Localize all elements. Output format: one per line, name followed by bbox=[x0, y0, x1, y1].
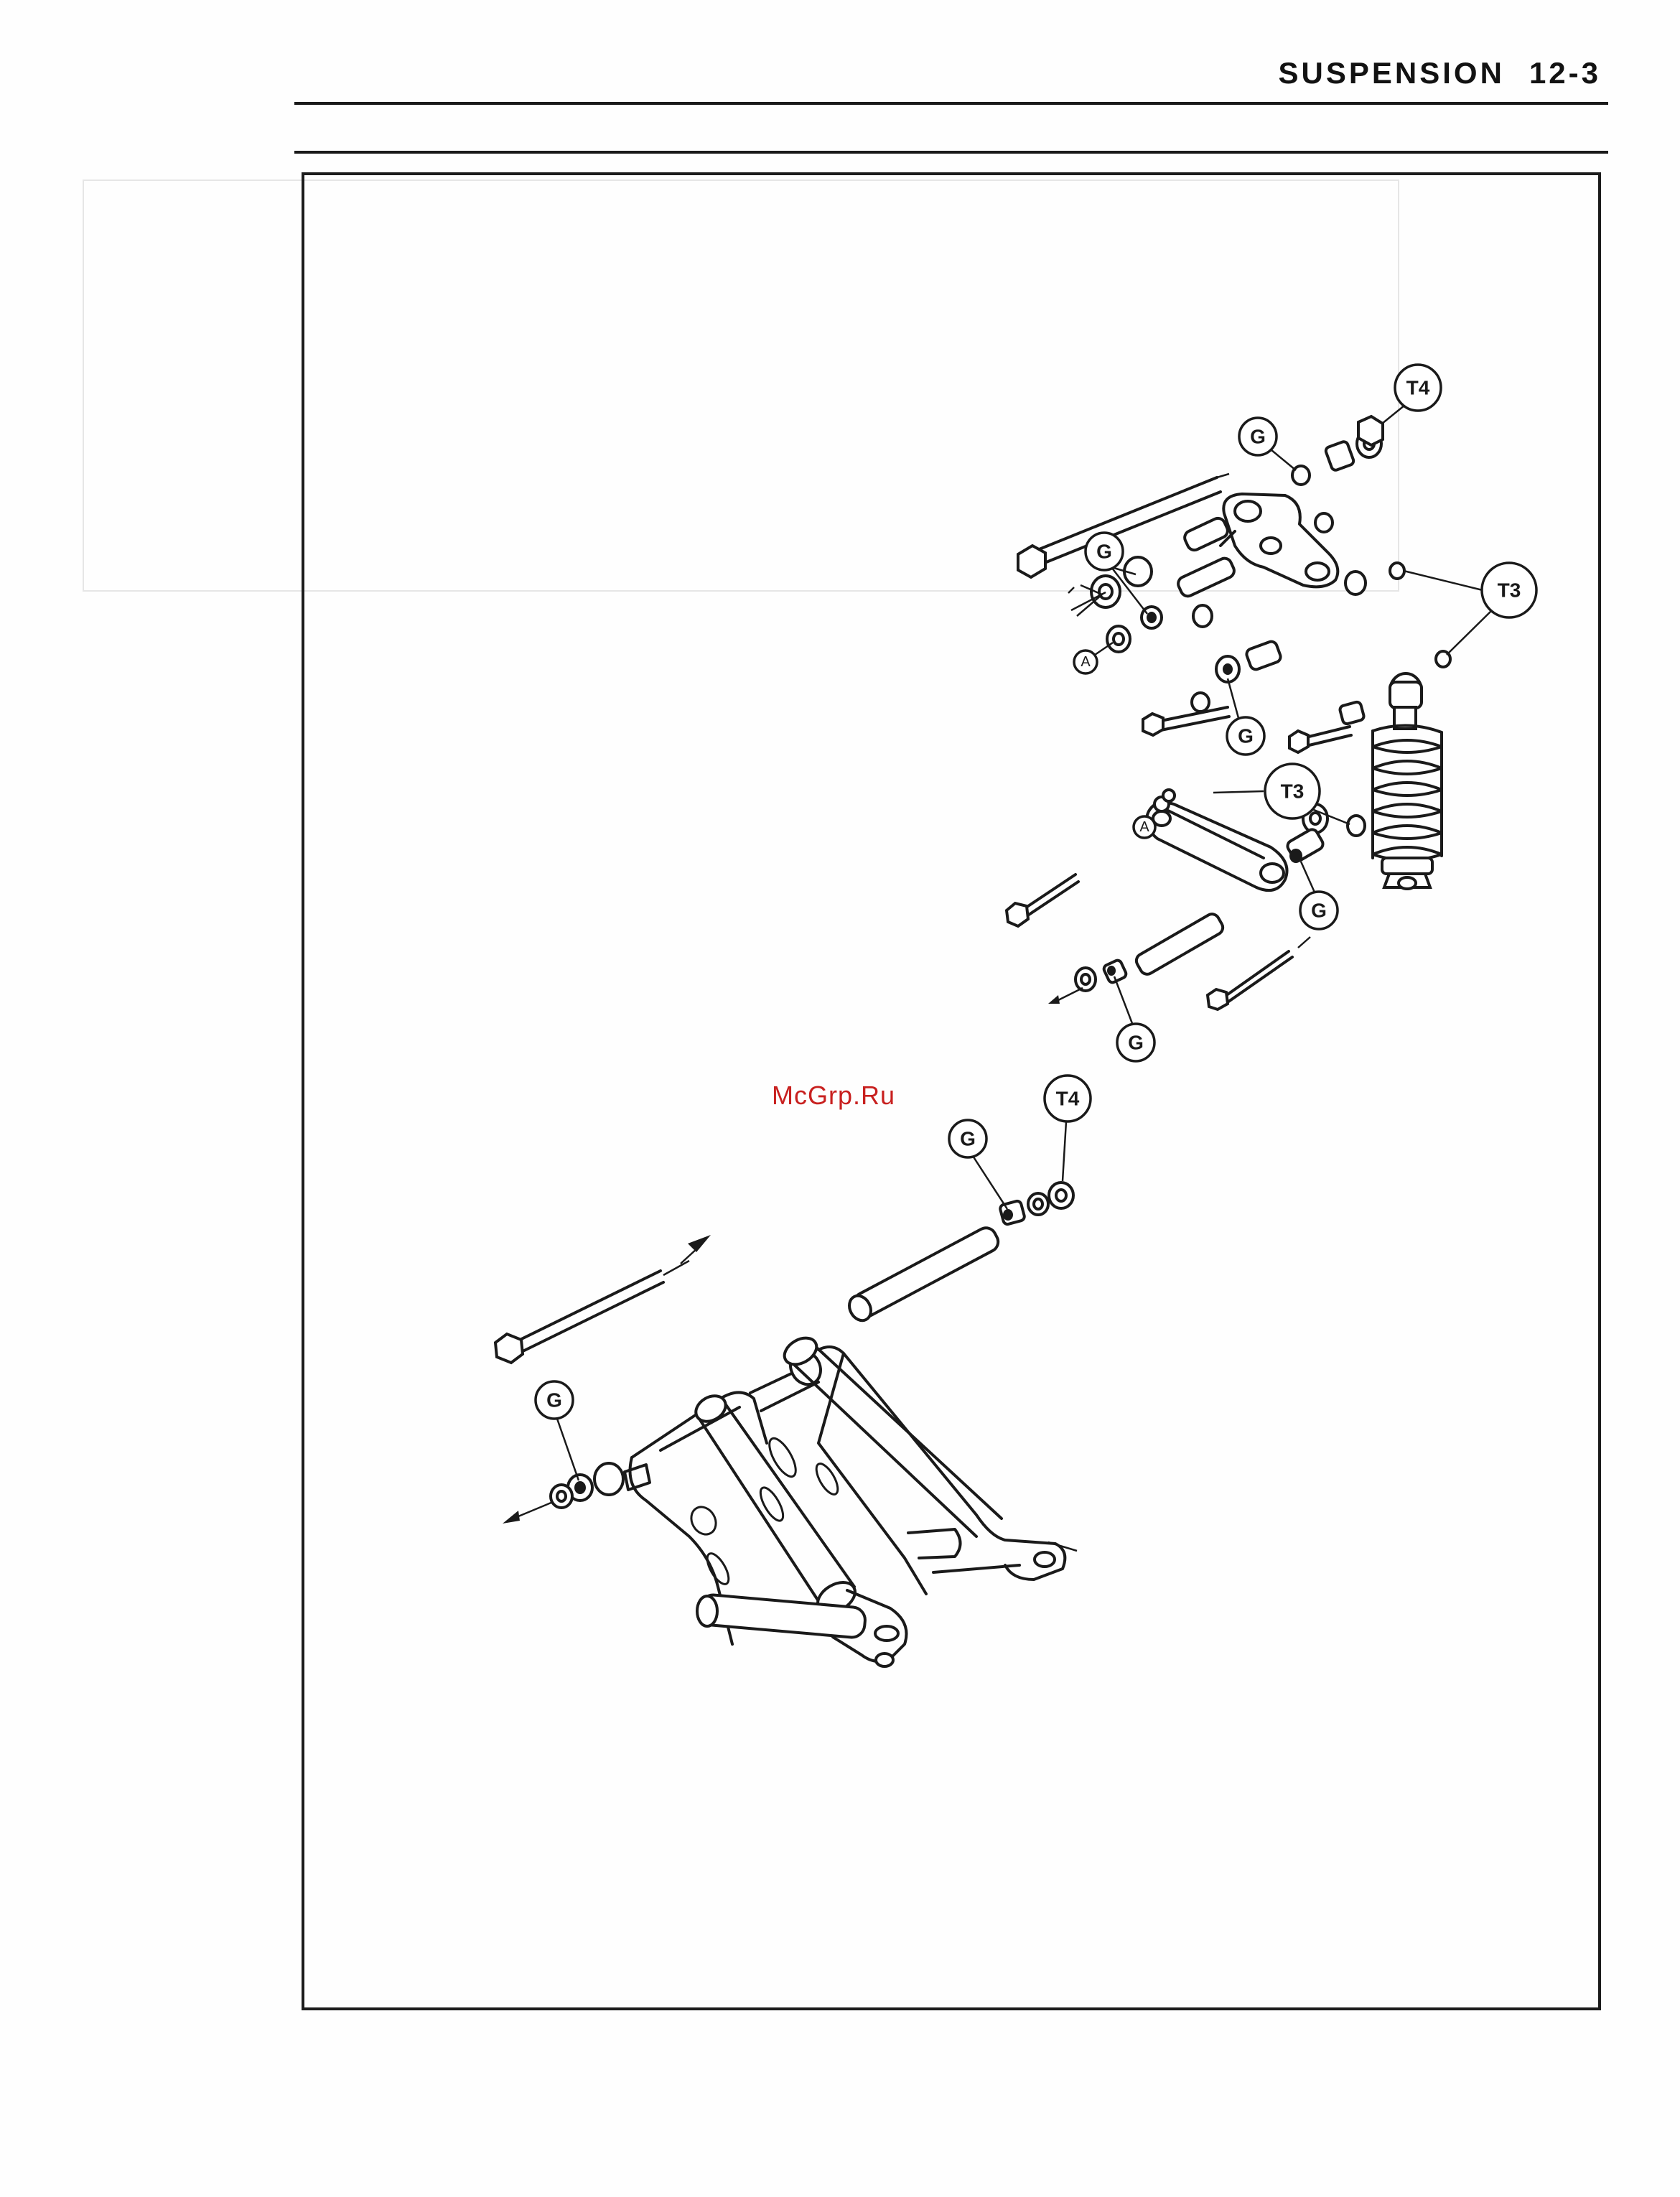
svg-text:G: G bbox=[960, 1128, 976, 1150]
cushion-rod bbox=[1147, 790, 1287, 890]
callout-g-6: G bbox=[949, 1120, 1007, 1209]
svg-text:G: G bbox=[546, 1389, 562, 1412]
callout-g-4: G bbox=[1300, 862, 1338, 929]
swingarm-left-hardware bbox=[503, 1475, 1077, 1551]
callout-g-3: G bbox=[1227, 678, 1264, 755]
callout-t4-top: T4 bbox=[1382, 365, 1441, 424]
svg-text:T3: T3 bbox=[1281, 780, 1305, 803]
svg-text:G: G bbox=[1096, 541, 1112, 563]
rear-shock-absorber bbox=[1373, 673, 1442, 889]
cushion-lever bbox=[1221, 494, 1338, 587]
watermark: McGrp.Ru bbox=[772, 1081, 895, 1111]
callout-g-5: G bbox=[1114, 976, 1154, 1061]
upper-right-hardware bbox=[1292, 416, 1383, 532]
svg-text:A: A bbox=[1081, 654, 1091, 670]
swingarm-pivot-bolt bbox=[495, 1235, 711, 1363]
svg-text:T4: T4 bbox=[1056, 1088, 1080, 1110]
svg-text:T3: T3 bbox=[1498, 579, 1521, 602]
svg-text:A: A bbox=[1139, 819, 1149, 835]
callout-g-1: G bbox=[1239, 418, 1296, 470]
callout-g-7: G bbox=[536, 1381, 579, 1480]
callout-t3-right: T3 bbox=[1404, 563, 1536, 655]
callout-a-1: A bbox=[1074, 643, 1113, 673]
svg-text:T4: T4 bbox=[1406, 377, 1430, 399]
swingarm bbox=[594, 1333, 1065, 1666]
svg-text:G: G bbox=[1311, 900, 1327, 922]
svg-text:G: G bbox=[1250, 426, 1266, 448]
callout-a-2: A bbox=[1134, 816, 1155, 838]
lower-hardware bbox=[845, 1183, 1073, 1324]
callout-t4-bottom: T4 bbox=[1045, 1076, 1091, 1181]
svg-text:G: G bbox=[1128, 1032, 1144, 1054]
svg-text:G: G bbox=[1238, 725, 1254, 747]
callout-t3-mid: T3 bbox=[1213, 764, 1350, 824]
